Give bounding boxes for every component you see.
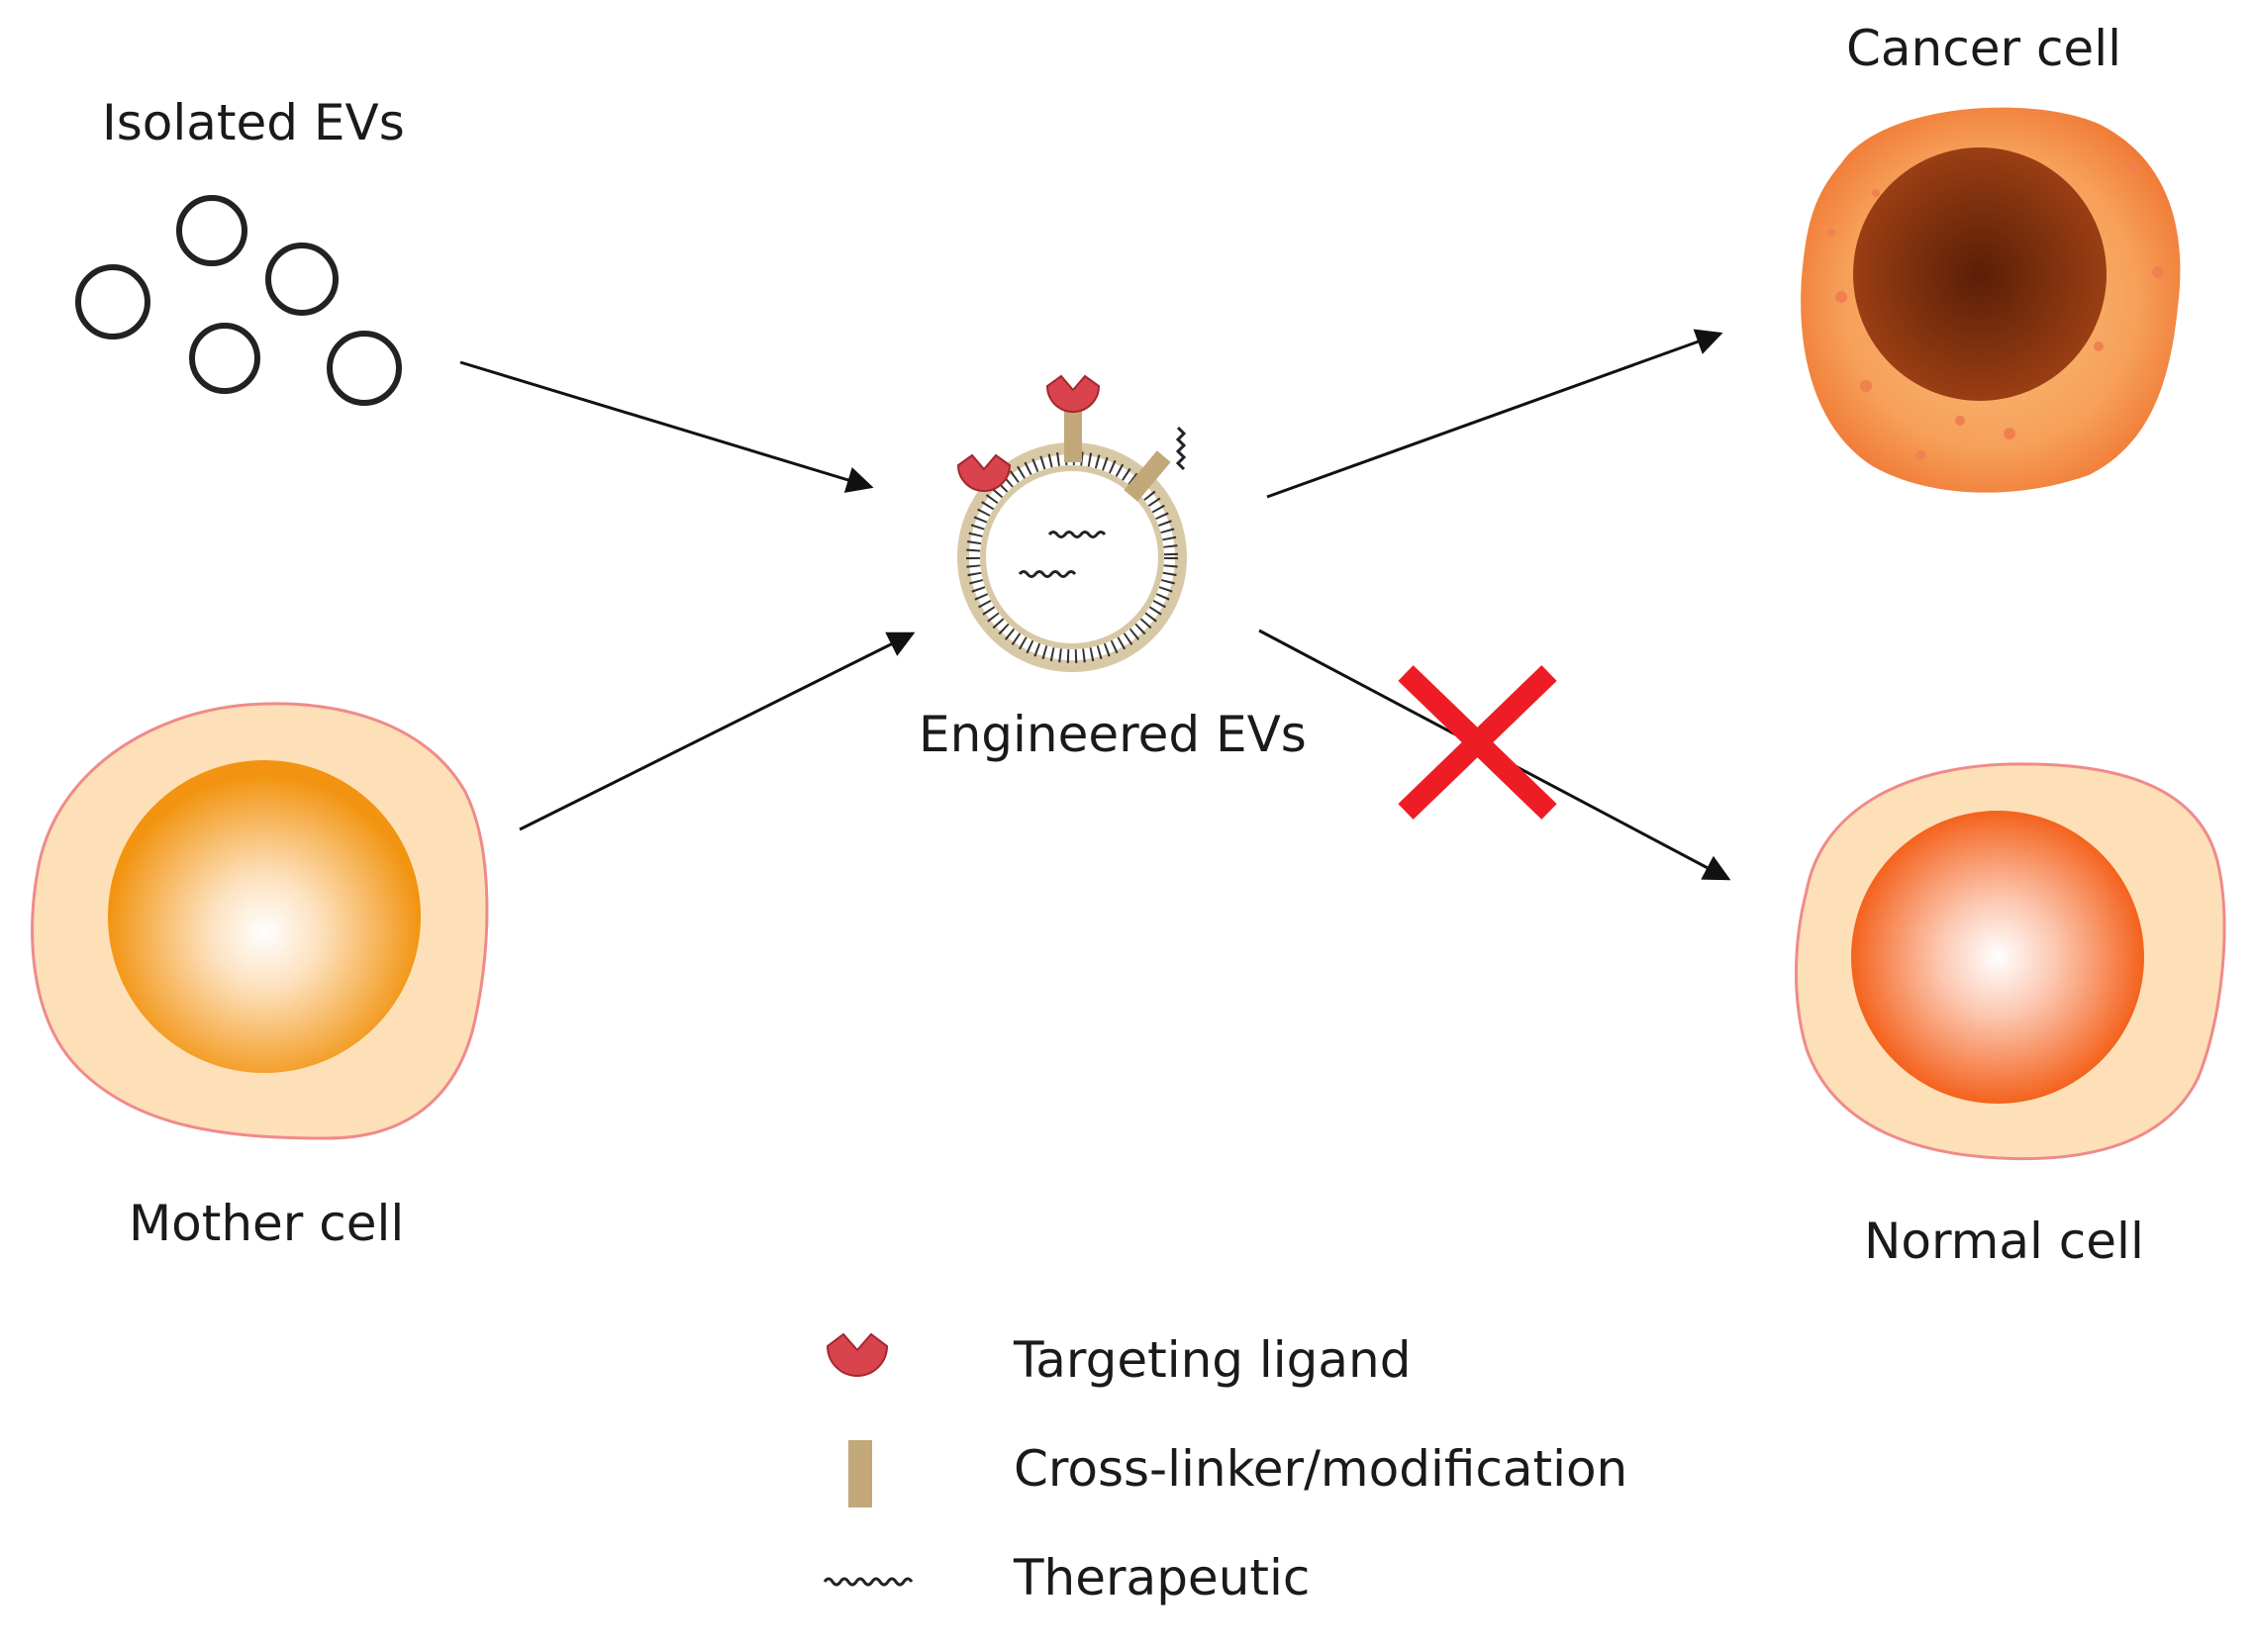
therapeutic-icon <box>1047 531 1107 538</box>
isolated-evs-group <box>75 195 402 406</box>
isolated-ev <box>265 243 339 316</box>
legend-label-therapeutic: Therapeutic <box>1014 1549 1311 1606</box>
label-mother-cell: Mother cell <box>129 1195 405 1252</box>
cross-linker-icon <box>1064 411 1082 462</box>
arrow-evs-to-engineered <box>459 360 874 493</box>
legend-icons <box>823 1332 914 1587</box>
isolated-ev <box>75 264 150 340</box>
isolated-ev <box>176 195 247 266</box>
label-engineered-evs: Engineered EVs <box>919 706 1307 763</box>
isolated-ev <box>327 331 402 406</box>
normal-cell <box>1795 762 2226 1161</box>
arrow-mother-to-engineered <box>519 632 916 831</box>
mother-cell-nucleus <box>108 760 421 1073</box>
ev-membrane-inner <box>980 465 1164 649</box>
blocked-x-mark <box>1398 665 1557 820</box>
ev-membrane-lipids <box>966 451 1178 663</box>
mother-cell <box>31 702 489 1140</box>
therapeutic-icon <box>1175 426 1187 471</box>
therapeutic-icon <box>1018 570 1077 578</box>
legend-label-targeting-ligand: Targeting ligand <box>1014 1331 1412 1389</box>
normal-cell-nucleus <box>1851 811 2144 1104</box>
cancer-cell <box>1801 107 2181 493</box>
label-isolated-evs: Isolated EVs <box>102 94 405 151</box>
targeting-ligand-icon <box>1045 374 1101 413</box>
cancer-cell-nucleus <box>1853 147 2107 401</box>
isolated-ev <box>189 323 260 394</box>
cross-linker-icon <box>848 1440 872 1507</box>
label-normal-cell: Normal cell <box>1864 1213 2144 1270</box>
legend-label-cross-linker: Cross-linker/modification <box>1014 1440 1628 1498</box>
engineered-ev <box>956 374 1187 672</box>
cross-linker-icon <box>1124 450 1171 502</box>
therapeutic-icon <box>823 1577 914 1587</box>
arrow-engineered-to-cancer <box>1266 329 1723 499</box>
cancer-cell-spots <box>1827 163 2164 460</box>
label-cancer-cell: Cancer cell <box>1846 20 2121 77</box>
targeting-ligand-icon <box>826 1332 889 1377</box>
targeting-ligand-icon <box>956 453 1012 492</box>
